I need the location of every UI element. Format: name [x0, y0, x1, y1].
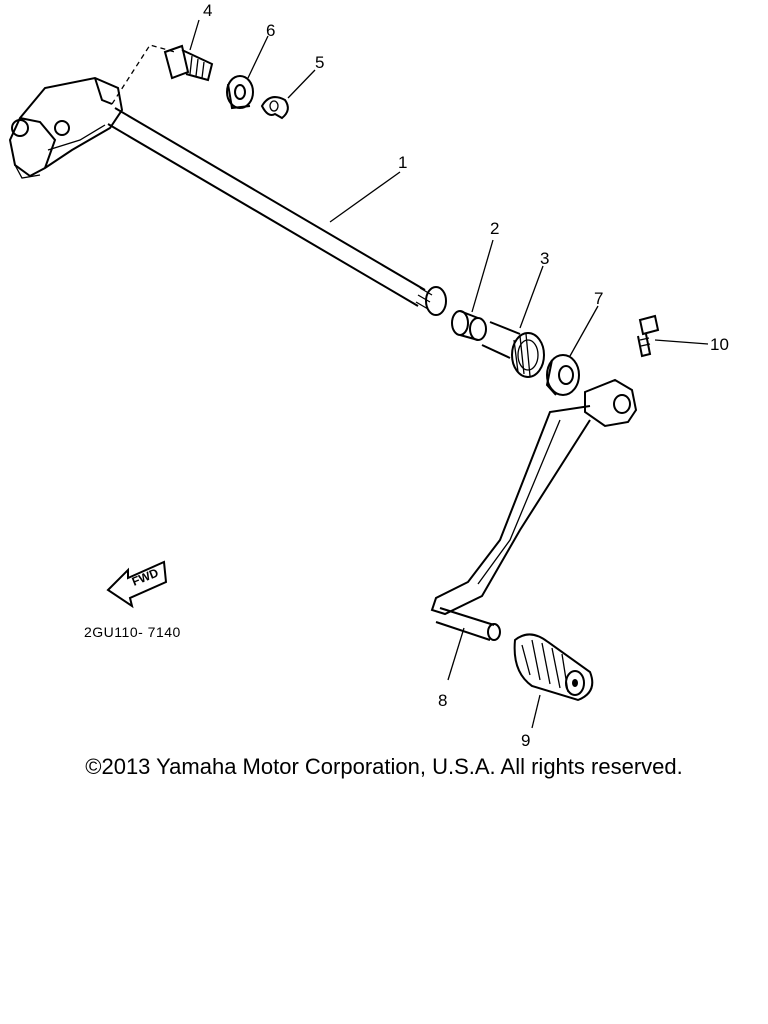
callout-8: 8 [438, 691, 447, 710]
callout-6: 6 [266, 21, 275, 40]
diagram-code: 2GU110- 7140 [84, 624, 181, 640]
callout-7: 7 [594, 289, 603, 308]
fwd-label: FWD [130, 565, 161, 588]
part-10-bolt [637, 314, 709, 358]
part-8-pedal-pin [435, 607, 501, 681]
part-2-collar [451, 239, 494, 341]
part-3-torsion-spring [481, 265, 545, 378]
callout-1: 1 [398, 153, 407, 172]
callout-2: 2 [490, 219, 499, 238]
callout-3: 3 [540, 249, 549, 268]
part-5-lock-washer [260, 69, 316, 120]
callout-10: 10 [710, 335, 729, 354]
part-9-rubber-pedal [513, 633, 594, 729]
shift-shaft-exploded-diagram: FWD 2GU110- 7140 4 6 5 1 2 3 7 10 8 9 [8, 1, 729, 750]
copyright-notice: ©2013 Yamaha Motor Corporation, U.S.A. A… [85, 754, 683, 779]
callout-4: 4 [203, 1, 212, 20]
part-4-stud-bolt [163, 19, 214, 82]
fwd-arrow-icon: FWD [106, 560, 168, 609]
part-shift-shaft [8, 44, 447, 316]
callout-5: 5 [315, 53, 324, 72]
part-6-nut [226, 35, 269, 110]
part-7-washer [545, 305, 599, 396]
part-shift-pedal-arm [430, 378, 638, 616]
leader-1 [329, 171, 401, 223]
callout-9: 9 [521, 731, 530, 750]
